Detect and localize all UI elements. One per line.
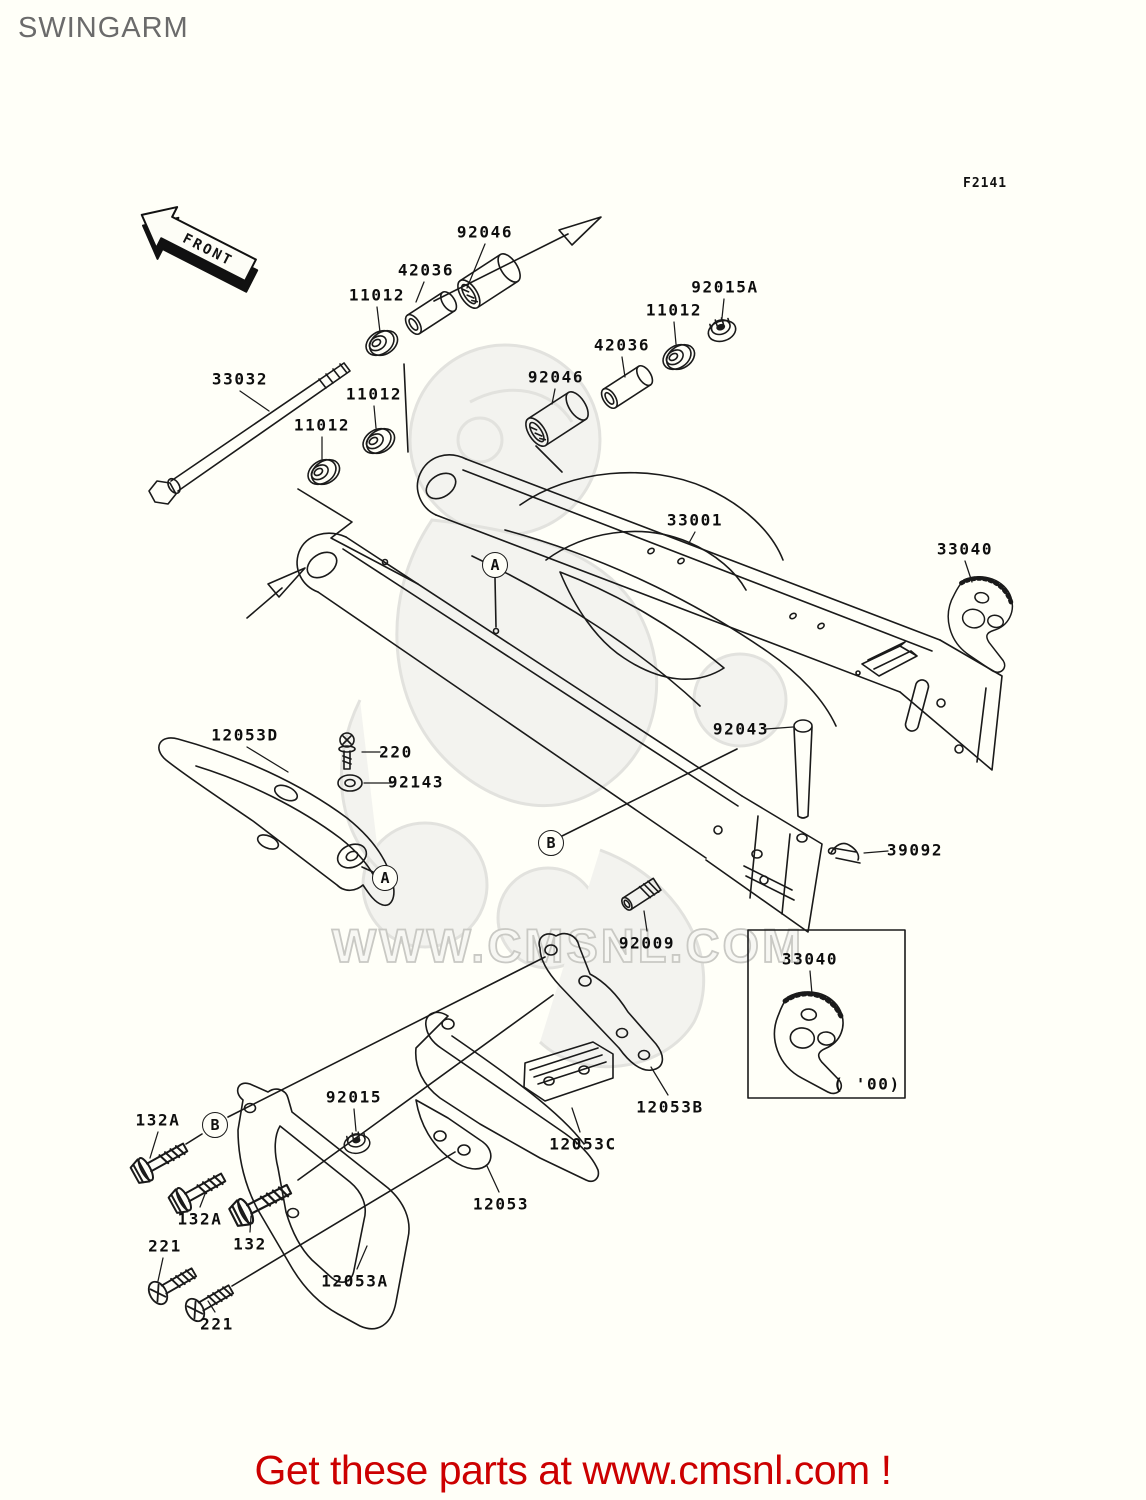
part-number-label: 33040 [781,949,839,969]
part-number-label: 39092 [886,840,944,860]
stud-92009 [621,877,662,911]
leader-lines [149,243,973,1313]
part-number-label: 132A [135,1110,181,1130]
part-number-label: 92043 [712,719,770,739]
cms-watermark: WWW.CMSNL.COM [331,343,804,1069]
chain-slider-12053d [158,737,395,907]
part-number-label: 92009 [618,933,676,953]
part-number-label: 92143 [387,772,445,792]
part-number-label: 12053D [211,725,279,745]
part-number-label: 221 [200,1314,234,1334]
front-direction-arrow: FRONT [140,206,259,293]
part-number-label: 12053 [472,1194,530,1214]
part-number-label: 11012 [645,300,703,320]
part-number-label: 132A [177,1209,223,1229]
screw-220 [338,732,356,770]
swingarm-body-33001 [296,454,1003,933]
guide-plate-12053a [236,1082,410,1330]
part-number-label: 92046 [456,222,514,242]
part-number-label: 12053B [636,1097,704,1117]
part-number-label: 33040 [936,539,994,559]
part-number-label: 92015A [691,277,759,297]
callout-circle-b: B [202,1112,228,1138]
washer-92143 [337,774,363,792]
part-number-label: 11012 [345,384,403,404]
part-number-label: 92046 [527,367,585,387]
callout-circle-a: A [372,865,398,891]
inset-box-33040 [747,929,906,1099]
callout-circle-a: A [482,552,508,578]
callout-circle-b: B [538,830,564,856]
bolt-132a-upper [127,1135,193,1188]
part-number-label: ( '00) [833,1074,901,1094]
part-number-label: 42036 [593,335,651,355]
chain-guide-12053 [415,1011,600,1183]
clip-39092 [827,842,861,864]
part-number-label: 12053A [321,1271,389,1291]
part-number-label: 221 [148,1236,182,1256]
tensioner-33040 [938,571,1022,674]
guide-bracket-12053b [538,932,664,1072]
part-number-label: 11012 [348,285,406,305]
pivot-shaft-33032 [148,362,351,505]
pin-92043 [793,719,813,819]
part-number-label: 220 [379,742,413,762]
screw-221-upper [144,1260,201,1309]
part-number-label: 132 [233,1234,267,1254]
part-number-label: 92015 [325,1087,383,1107]
page-title: SWINGARM [18,12,189,44]
part-number-label: 42036 [397,260,455,280]
part-number-label: 12053C [549,1134,617,1154]
part-number-label: 33032 [211,369,269,389]
nut-92015 [341,1129,373,1157]
nut-92015a [704,313,740,346]
part-number-label: 33001 [666,510,724,530]
part-number-label: 11012 [293,415,351,435]
figure-code: F2141 [963,176,1008,191]
footer-promo-link[interactable]: Get these parts at www.cmsnl.com ! [254,1447,892,1493]
watermark-text: WWW.CMSNL.COM [332,919,804,972]
